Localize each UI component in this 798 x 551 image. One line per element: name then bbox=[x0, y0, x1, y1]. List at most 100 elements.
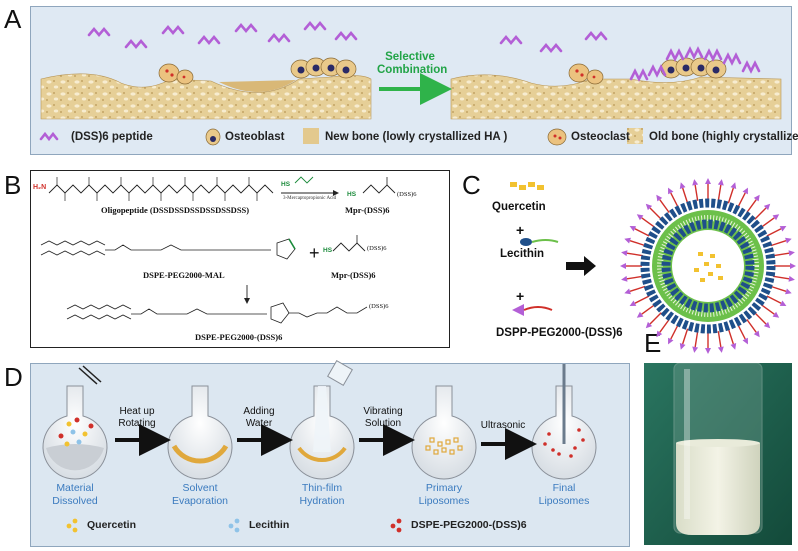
step1-below: Rotating bbox=[118, 418, 156, 429]
dss-peptide-head bbox=[656, 194, 663, 202]
flask1-line2: Dissolved bbox=[52, 495, 98, 507]
flask3-line1: Thin-film bbox=[301, 482, 343, 494]
dss-peptide-head bbox=[645, 321, 653, 329]
dss-peptide-head bbox=[772, 214, 780, 221]
dss-peptide-head bbox=[763, 203, 771, 211]
peg-spoke bbox=[770, 285, 787, 293]
dss-peptide-head bbox=[636, 311, 644, 318]
legend-osteoclast: Osteoclast bbox=[571, 131, 630, 143]
peg-spoke bbox=[727, 328, 735, 345]
dss-peptide-head bbox=[621, 250, 628, 257]
legend-conjugate: DSPE-PEG2000-(DSS)6 bbox=[411, 519, 527, 531]
step2-above: Adding bbox=[243, 406, 275, 417]
legend-osteoblast: Osteoblast bbox=[225, 131, 285, 143]
dss-peptide-head bbox=[717, 346, 724, 353]
peg-spoke bbox=[670, 324, 679, 340]
dss-peptide-head bbox=[645, 203, 653, 211]
flask5-line2: Liposomes bbox=[538, 495, 590, 507]
peg-spoke bbox=[626, 275, 643, 280]
step3-below: Solution bbox=[364, 418, 402, 429]
dspe-mal-label: DSPE-PEG2000-MAL bbox=[143, 270, 225, 280]
flask4-line1: Primary bbox=[425, 482, 463, 494]
peg-spoke bbox=[770, 239, 787, 247]
dss-peptide-head bbox=[753, 194, 760, 202]
peg-spoke bbox=[737, 324, 746, 340]
panel-d: Heat up Rotating Adding Water Vibrating … bbox=[30, 360, 630, 547]
peg-spoke bbox=[760, 217, 775, 228]
dss-peptide-head bbox=[785, 288, 792, 295]
peg-spoke bbox=[694, 184, 699, 201]
dss-peptide-head bbox=[705, 348, 711, 354]
dss-peptide-head bbox=[692, 346, 699, 353]
peg-spoke bbox=[717, 184, 722, 201]
step1-above: Heat up bbox=[119, 406, 155, 417]
dss-peptide-head bbox=[788, 250, 795, 257]
dss-peptide-head bbox=[788, 275, 795, 282]
peg-spoke bbox=[649, 312, 662, 325]
dss-tag-1: (DSS)6 bbox=[397, 191, 417, 198]
vial-photo bbox=[644, 363, 792, 545]
dss-tag-2: (DSS)6 bbox=[367, 245, 387, 252]
flask5-line1: Final bbox=[552, 482, 576, 494]
peg-spoke bbox=[649, 207, 662, 220]
panel-label-d: D bbox=[4, 362, 23, 392]
plus-sign-c1: + bbox=[516, 222, 525, 238]
peg-spoke bbox=[717, 331, 722, 348]
flask3-line2: Hydration bbox=[299, 495, 345, 507]
legend-lecithin: Lecithin bbox=[249, 519, 290, 531]
peg-spoke bbox=[659, 199, 670, 214]
panel-d-process bbox=[42, 360, 597, 533]
h2n-terminal: H₂N bbox=[33, 184, 47, 191]
flask2-line1: Solvent bbox=[182, 482, 218, 494]
peg-spoke bbox=[746, 318, 757, 333]
dss-peptide-head bbox=[668, 187, 674, 195]
step3-above: Vibrating bbox=[363, 406, 403, 417]
peg-spoke bbox=[659, 318, 670, 333]
hs-product: HS bbox=[347, 191, 357, 198]
step2-below: Water bbox=[245, 418, 273, 429]
dss-peptide-head bbox=[636, 214, 644, 221]
mpr-product-label: Mpr-(DSS)6 bbox=[345, 205, 390, 215]
dss-peptide-head bbox=[753, 330, 760, 338]
panel-b-scheme bbox=[40, 176, 396, 324]
legend-old-bone: Old bone (highly crystallized HA) bbox=[649, 131, 798, 143]
peg-spoke bbox=[641, 304, 656, 315]
lecithin-label: Lecithin bbox=[500, 248, 545, 260]
dss-peptide-head bbox=[679, 182, 686, 189]
plus-sign-c2: + bbox=[516, 288, 525, 304]
selective-combination-label: Selective Combination bbox=[377, 51, 448, 76]
peg-spoke bbox=[773, 275, 790, 280]
peg-spoke bbox=[760, 304, 775, 315]
dss-peptide-head bbox=[668, 337, 674, 345]
peg-spoke bbox=[681, 328, 689, 345]
panel-c-liposome bbox=[510, 178, 796, 354]
panel-label-b: B bbox=[4, 170, 22, 200]
dss-peptide-head bbox=[620, 263, 626, 269]
dss-peptide-head bbox=[621, 275, 628, 282]
flask4-line2: Liposomes bbox=[418, 495, 470, 507]
dss-peptide-head bbox=[656, 330, 663, 338]
dss-peptide-head bbox=[692, 179, 699, 186]
quercetin-label: Quercetin bbox=[492, 201, 546, 213]
peg-spoke bbox=[754, 312, 767, 325]
peg-spoke bbox=[766, 228, 782, 237]
peg-spoke bbox=[634, 295, 650, 304]
legend-new-bone: New bone (lowly crystallized HA ) bbox=[325, 131, 508, 143]
flask2-line2: Evaporation bbox=[171, 495, 229, 507]
peg-spoke bbox=[629, 239, 646, 247]
reagent-label: 3-Mercaptopropionic Acid bbox=[283, 196, 337, 201]
oligopeptide-label: Oligopeptide (DSSDSSDSSDSSDSSDSS) bbox=[101, 205, 250, 215]
dss-peptide-head bbox=[742, 337, 748, 345]
dss-peptide-head bbox=[679, 343, 686, 350]
hs-reagent: HS bbox=[281, 181, 291, 188]
dss-peptide-head bbox=[779, 300, 787, 306]
panel-a-illustration bbox=[39, 20, 782, 146]
legend-peptide: (DSS)6 peptide bbox=[71, 131, 153, 143]
panel-b: H₂N Oligopeptide (DSSDSSDSSDSSDSSDSS) 3-… bbox=[30, 170, 450, 348]
peg-spoke bbox=[694, 331, 699, 348]
peg-spoke bbox=[754, 207, 767, 220]
dss-peptide-head bbox=[629, 300, 637, 306]
dss-peptide-head bbox=[705, 178, 711, 184]
plus-sign-b: + bbox=[309, 243, 320, 263]
hs-reagent-2: HS bbox=[323, 247, 333, 254]
